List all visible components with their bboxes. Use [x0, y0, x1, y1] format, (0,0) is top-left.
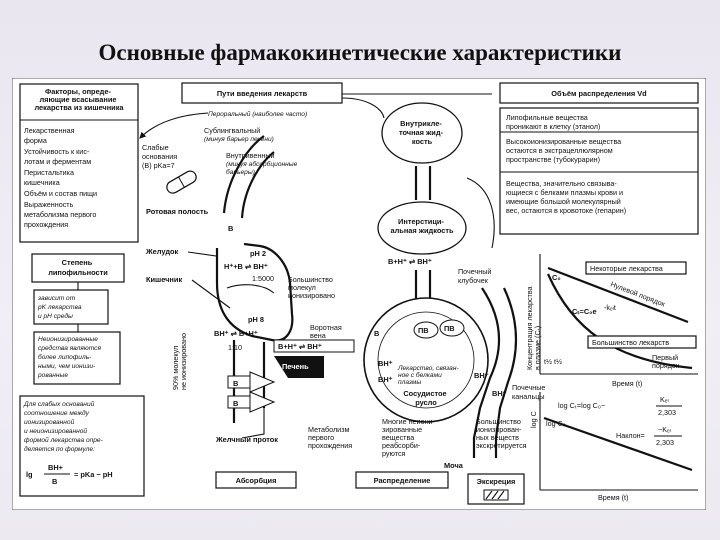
- svg-text:Время (t): Время (t): [612, 379, 642, 388]
- svg-text:Большинство лекарств: Большинство лекарств: [592, 338, 669, 347]
- slide-title: Основные фармакокинетические характерист…: [98, 40, 622, 65]
- svg-text:pH 8: pH 8: [248, 315, 264, 324]
- svg-text:Пероральный (наиболее часто): Пероральный (наиболее часто): [208, 110, 307, 118]
- svg-text:Экскреция: Экскреция: [477, 477, 516, 486]
- svg-text:Метаболизм первого: Метаболизм первого прохождения: [308, 425, 352, 450]
- routes-section: Пути введения лекарств Пероральный (наиб…: [139, 82, 355, 489]
- svg-text:B+H⁺ ⇌ BH⁺: B+H⁺ ⇌ BH⁺: [278, 342, 322, 351]
- svg-text:Большинство молекул: Большинство молекул ионизировано: [288, 275, 335, 300]
- svg-text:Степень липофильности: Степень липофильности: [48, 258, 108, 277]
- svg-text:Неионизированные средств: Неионизированные средства являются более…: [37, 336, 103, 379]
- svg-text:Абсорбция: Абсорбция: [236, 476, 277, 485]
- pill-icon: [166, 170, 197, 194]
- svg-text:2,303: 2,303: [658, 408, 676, 417]
- svg-text:Почечный клубочек: Почечный клубочек: [458, 267, 493, 285]
- svg-text:Интерстици- альная жидко: Интерстици- альная жидкость: [390, 217, 454, 235]
- svg-text:Для слабых оснований соо: Для слабых оснований соотношение между и…: [23, 400, 105, 453]
- svg-text:1:5000: 1:5000: [252, 274, 274, 283]
- svg-text:Почечные канальцы: Почечные канальцы: [512, 383, 547, 401]
- svg-text:Наклон=: Наклон=: [616, 431, 645, 440]
- svg-text:Ротовая полость: Ротовая полость: [146, 207, 209, 216]
- svg-text:Сосудистое русло: Сосудистое русло: [403, 389, 448, 407]
- svg-text:Лекарство, связан- ное с: Лекарство, связан- ное с белками плазмы: [397, 365, 461, 386]
- svg-text:1:10: 1:10: [228, 343, 242, 352]
- factors-list: Лекарственная форма Устойчивость к кис- …: [24, 126, 99, 229]
- distribution-section: Внутрикле- точная жид- кость Интерстици-…: [341, 93, 547, 505]
- lipophilicity-box: Степень липофильности зависит от pK лека…: [31, 253, 125, 385]
- svg-text:Распределение: Распределение: [374, 476, 431, 485]
- svg-text:B+H⁺ ⇌ BH⁺: B+H⁺ ⇌ BH⁺: [388, 257, 432, 266]
- svg-text:BH⁺: BH⁺: [378, 359, 393, 368]
- svg-text:Желчный проток: Желчный проток: [215, 435, 278, 444]
- svg-text:Большинство ионизирован-: Большинство ионизирован- ных веществ экс…: [476, 417, 527, 450]
- svg-text:BH⁺: BH⁺: [474, 371, 489, 380]
- svg-text:Объём распределения Vd: Объём распределения Vd: [551, 89, 647, 98]
- vd-panel: Объём распределения Vd Липофильные вещес…: [499, 82, 699, 235]
- svg-text:C₀: C₀: [552, 273, 561, 282]
- svg-text:Кишечник: Кишечник: [146, 275, 182, 284]
- svg-text:Вещества, значительно связыва-: Вещества, значительно связыва- ющиеся с …: [506, 179, 626, 215]
- svg-text:Пути введения лекарств: Пути введения лекарств: [217, 89, 308, 98]
- svg-text:lg: lg: [26, 470, 33, 479]
- svg-text:ПВ: ПВ: [418, 326, 429, 335]
- svg-text:log C₀: log C₀: [546, 419, 566, 428]
- svg-text:Печень: Печень: [282, 362, 309, 371]
- liver-shape: [274, 356, 324, 378]
- svg-text:Желудок: Желудок: [145, 247, 179, 256]
- svg-text:H⁺+B ⇌ BH⁺: H⁺+B ⇌ BH⁺: [224, 262, 268, 271]
- svg-text:B: B: [374, 329, 379, 338]
- formula-box: Для слабых оснований соотношение между и…: [19, 395, 145, 497]
- svg-text:Многие неиони- зированны: Многие неиони- зированные вещества реабс…: [382, 417, 437, 458]
- svg-text:= pKa − pH: = pKa − pH: [74, 470, 113, 479]
- svg-text:B: B: [52, 477, 57, 486]
- svg-text:pH 2: pH 2: [250, 249, 266, 258]
- svg-text:B: B: [233, 379, 238, 388]
- svg-text:Некоторые лекарства: Некоторые лекарства: [590, 264, 663, 273]
- svg-text:BH⁺: BH⁺: [378, 375, 393, 384]
- svg-text:t½ t½: t½ t½: [544, 357, 562, 366]
- svg-text:Высокоионизированные вещества: Высокоионизированные вещества остаются в…: [506, 137, 623, 164]
- svg-text:Время (t): Время (t): [598, 493, 628, 502]
- svg-text:BH⁺: BH⁺: [492, 389, 507, 398]
- svg-text:BH⁺ ⇌ B+H⁺: BH⁺ ⇌ B+H⁺: [214, 329, 258, 338]
- svg-text:ПВ: ПВ: [444, 324, 455, 333]
- svg-text:90% молекул не ионизиров: 90% молекул не ионизировано: [171, 333, 188, 390]
- svg-text:BH+: BH+: [48, 463, 64, 472]
- svg-text:Воротная вена: Воротная вена: [310, 323, 344, 340]
- svg-text:Липофильные вещества про: Липофильные вещества проникают в клетку …: [506, 113, 600, 131]
- svg-text:log C: log C: [529, 411, 538, 428]
- svg-text:Слабые основания (: Слабые основания (B) pKa=7: [142, 143, 179, 170]
- svg-text:B: B: [233, 399, 238, 408]
- svg-text:Моча: Моча: [444, 461, 464, 470]
- svg-text:Внутрикле- точная жид-: Внутрикле- точная жид- кость: [399, 119, 445, 146]
- svg-text:Сублингвальный (минуя ба: Сублингвальный (минуя барьер печени): [204, 126, 274, 143]
- svg-text:Концентрация лекарства в: Концентрация лекарства в плазме (Cₜ): [525, 284, 542, 370]
- svg-text:-kₑₗt: -kₑₗt: [604, 303, 616, 312]
- svg-text:Первый порядок: Первый порядок: [652, 353, 680, 370]
- svg-text:B: B: [228, 224, 233, 233]
- pharmacokinetics-diagram: Факторы, опреде- ляющие всасывание лекар…: [12, 78, 706, 510]
- svg-text:Cₜ=C₀e: Cₜ=C₀e: [572, 307, 597, 316]
- svg-text:Kₑₗ: Kₑₗ: [660, 395, 669, 404]
- svg-text:log Cₜ=log C₀−: log Cₜ=log C₀−: [558, 401, 605, 410]
- svg-text:2,303: 2,303: [656, 438, 674, 447]
- factors-box: Факторы, опреде- ляющие всасывание лекар…: [19, 83, 139, 243]
- svg-text:−Kₑₗ: −Kₑₗ: [658, 425, 671, 434]
- svg-text:зависит от pK лекарства: зависит от pK лекарства и pH среды: [37, 295, 83, 320]
- factors-title: Факторы, опреде- ляющие всасывание лекар…: [34, 87, 124, 112]
